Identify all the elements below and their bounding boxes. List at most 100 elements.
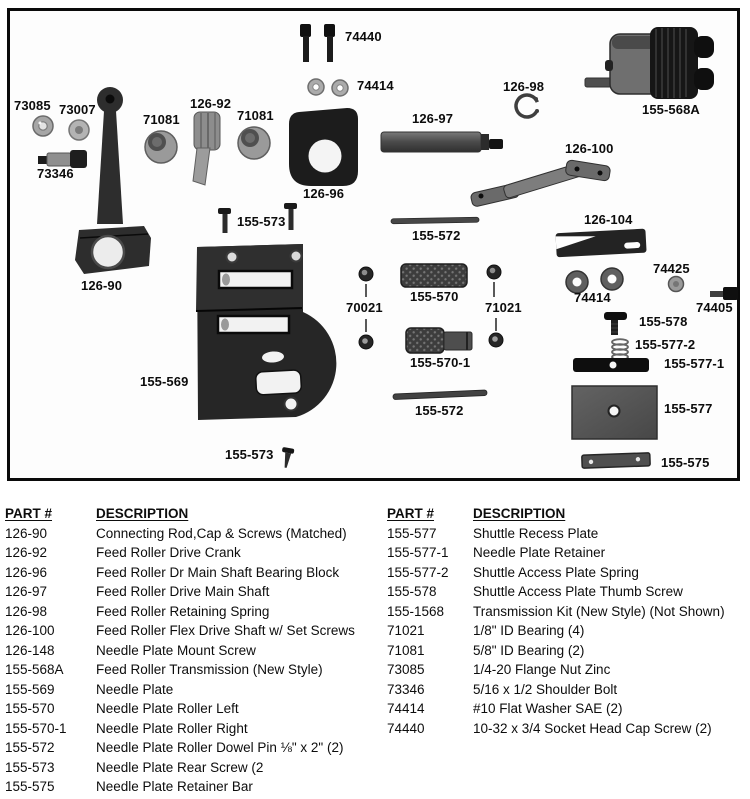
part-74414-washers-top-graphic bbox=[307, 78, 349, 97]
part-126-96-bearing-block-graphic bbox=[289, 108, 358, 186]
part-label-74440: 74440 bbox=[345, 29, 382, 44]
part-label-126-100: 126-100 bbox=[565, 141, 614, 156]
description-header: DESCRIPTION bbox=[96, 506, 189, 521]
table-row: 155-578 Shuttle Access Plate Thumb Screw bbox=[387, 582, 747, 602]
part-description: 5/8" ID Bearing (2) bbox=[473, 642, 585, 658]
part-155-573-screw-bottom-graphic bbox=[282, 447, 295, 468]
part-126-100-flex-shaft-graphic bbox=[470, 159, 611, 207]
part-155-575-bar-graphic bbox=[581, 452, 651, 469]
part-description: Feed Roller Dr Main Shaft Bearing Block bbox=[96, 564, 340, 580]
part-number: 155-570 bbox=[5, 701, 55, 716]
part-description: 1/8" ID Bearing (4) bbox=[473, 623, 585, 638]
part-155-570-1-roller-graphic bbox=[405, 327, 473, 354]
part-description: Needle Plate Roller Left bbox=[96, 701, 239, 716]
part-label-126-96: 126-96 bbox=[303, 186, 345, 201]
part-number: 73085 bbox=[387, 662, 425, 677]
part-number-header: PART # bbox=[387, 506, 435, 521]
part-label-71021: 71021 bbox=[485, 300, 522, 315]
part-70021-bearings-graphic bbox=[358, 266, 374, 350]
part-126-97-shaft-graphic bbox=[380, 131, 503, 153]
part-description: 10-32 x 3/4 Socket Head Cap Screw (2) bbox=[473, 720, 712, 736]
part-155-573-screws-top-graphic bbox=[218, 203, 297, 233]
part-label-74405: 74405 bbox=[696, 300, 733, 315]
part-description: Shuttle Access Plate Thumb Screw bbox=[473, 584, 683, 599]
table-row: 73346 5/16 x 1/2 Shoulder Bolt bbox=[387, 680, 747, 700]
part-label-155-577: 155-577 bbox=[664, 401, 713, 416]
part-number: 155-577 bbox=[387, 525, 437, 541]
part-71021-bearings-graphic bbox=[486, 264, 504, 348]
part-description: Needle Plate Rear Screw (2 bbox=[96, 759, 264, 775]
table-row: 74440 10-32 x 3/4 Socket Head Cap Screw (… bbox=[387, 719, 747, 739]
part-74414-washers-lower-graphic bbox=[565, 267, 624, 294]
part-label-155-572-lower: 155-572 bbox=[415, 403, 464, 418]
part-label-74414-lower: 74414 bbox=[574, 290, 611, 305]
part-number: 155-577-1 bbox=[387, 545, 449, 560]
part-number: 73346 bbox=[387, 681, 425, 697]
part-label-155-570: 155-570 bbox=[410, 289, 459, 304]
part-155-577-plate-graphic bbox=[571, 385, 658, 440]
table-row: 126-100 Feed Roller Flex Drive Shaft w/ S… bbox=[5, 621, 380, 641]
part-description: Needle Plate Retainer Bar bbox=[96, 779, 253, 794]
part-description: Transmission Kit (New Style) (Not Shown) bbox=[473, 603, 725, 619]
part-description: Feed Roller Flex Drive Shaft w/ Set Scre… bbox=[96, 623, 355, 638]
part-number: 126-100 bbox=[5, 623, 55, 638]
part-description: Shuttle Recess Plate bbox=[473, 525, 599, 541]
part-description: Feed Roller Drive Main Shaft bbox=[96, 584, 270, 599]
part-number: 126-92 bbox=[5, 545, 48, 560]
part-number: 71081 bbox=[387, 642, 425, 658]
part-label-73007: 73007 bbox=[59, 102, 96, 117]
part-71081-bearing-left-graphic bbox=[144, 130, 178, 164]
part-number: 74440 bbox=[387, 720, 425, 736]
part-155-569-needle-plate-graphic bbox=[195, 244, 337, 420]
part-description: Needle Plate Retainer bbox=[473, 545, 606, 560]
part-number: 74414 bbox=[387, 701, 425, 716]
part-label-71081-left: 71081 bbox=[143, 112, 180, 127]
part-description: 5/16 x 1/2 Shoulder Bolt bbox=[473, 681, 618, 697]
part-label-155-573-bottom: 155-573 bbox=[225, 447, 274, 462]
part-number: 155-578 bbox=[387, 584, 437, 599]
part-74440-screws-graphic bbox=[300, 24, 335, 62]
table-row: 126-92 Feed Roller Drive Crank bbox=[5, 543, 380, 563]
part-label-126-98: 126-98 bbox=[503, 79, 545, 94]
part-label-126-104: 126-104 bbox=[584, 212, 633, 227]
part-description: Shuttle Access Plate Spring bbox=[473, 564, 639, 580]
part-73085-flange-nut-graphic bbox=[32, 115, 54, 137]
part-label-126-92: 126-92 bbox=[190, 96, 232, 111]
part-number: 155-1568 bbox=[387, 603, 445, 619]
table-header: PART # DESCRIPTION bbox=[5, 504, 380, 524]
table-row: 155-1568 Transmission Kit (New Style) (No… bbox=[387, 602, 747, 622]
part-description: Needle Plate Roller Dowel Pin ⅛" x 2" (2… bbox=[96, 740, 344, 755]
part-126-92-crank-graphic bbox=[192, 111, 221, 186]
part-155-578-thumb-screw-graphic bbox=[604, 312, 627, 335]
part-number: 155-573 bbox=[5, 759, 55, 775]
part-label-126-97: 126-97 bbox=[412, 111, 454, 126]
table-row: 155-570 Needle Plate Roller Left bbox=[5, 699, 380, 719]
part-label-126-90: 126-90 bbox=[81, 278, 123, 293]
part-label-71081-right: 71081 bbox=[237, 108, 274, 123]
table-row: 74414#10 Flat Washer SAE (2) bbox=[387, 699, 747, 719]
table-row: 155-577-1 Needle Plate Retainer bbox=[387, 543, 747, 563]
part-description: Needle Plate Roller Right bbox=[96, 720, 248, 736]
table-row: 73085 1/4-20 Flange Nut Zinc bbox=[387, 660, 747, 680]
description-header: DESCRIPTION bbox=[473, 506, 566, 521]
table-header: PART # DESCRIPTION bbox=[387, 504, 747, 524]
part-155-568A-transmission-graphic bbox=[584, 27, 714, 99]
part-label-70021: 70021 bbox=[346, 300, 383, 315]
part-description: Feed Roller Drive Crank bbox=[96, 545, 241, 560]
part-126-98-retaining-ring-graphic bbox=[514, 93, 540, 119]
part-description: 1/4-20 Flange Nut Zinc bbox=[473, 662, 611, 677]
part-label-155-577-2: 155-577-2 bbox=[635, 337, 696, 352]
part-71081-bearing-right-graphic bbox=[237, 126, 271, 160]
part-126-104-bracket-graphic bbox=[555, 228, 647, 258]
part-number: 155-577-2 bbox=[387, 564, 449, 580]
part-number-header: PART # bbox=[5, 506, 53, 521]
